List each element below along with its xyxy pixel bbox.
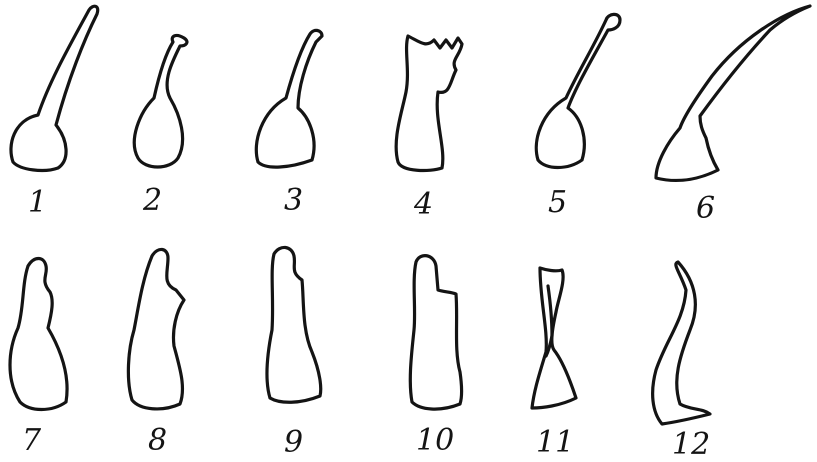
figure-2: 2 — [134, 35, 187, 218]
figure-5-number: 5 — [548, 185, 567, 220]
figure-1: 1 — [11, 6, 98, 220]
figure-3-outline — [256, 30, 322, 167]
figure-4: 4 — [396, 36, 462, 222]
figure-11-outline — [532, 268, 576, 408]
figure-11: 11 — [532, 268, 576, 460]
figure-10: 10 — [410, 256, 461, 458]
figure-4-outline — [396, 36, 462, 170]
figure-9: 9 — [267, 247, 321, 460]
figure-3-number: 3 — [284, 183, 303, 218]
figure-10-outline — [410, 256, 461, 409]
figure-1-number: 1 — [28, 185, 47, 220]
figure-1-outline — [11, 6, 98, 170]
figure-2-number: 2 — [142, 183, 162, 218]
figure-9-outline — [267, 247, 321, 402]
figure-6-number: 6 — [696, 191, 715, 226]
figure-5: 5 — [536, 14, 620, 220]
figure-7-number: 7 — [22, 423, 42, 458]
figure-8: 8 — [128, 249, 184, 458]
figure-2-outline — [134, 35, 187, 167]
figure-4-number: 4 — [413, 187, 433, 222]
figure-9-number: 9 — [284, 425, 303, 460]
figure-12-number: 12 — [672, 427, 710, 462]
figure-12-outline — [653, 262, 710, 424]
figure-5-outline — [536, 14, 620, 167]
figure-6: 6 — [656, 6, 810, 226]
figure-3: 3 — [256, 30, 322, 218]
figure-10-number: 10 — [416, 423, 454, 458]
figure-6-outline — [656, 6, 810, 180]
figure-12: 12 — [653, 262, 711, 462]
figure-8-number: 8 — [148, 423, 167, 458]
figure-7: 7 — [10, 259, 67, 459]
figure-8-outline — [128, 249, 184, 409]
figure-11-number: 11 — [536, 425, 574, 460]
figure-7-outline — [10, 259, 67, 410]
